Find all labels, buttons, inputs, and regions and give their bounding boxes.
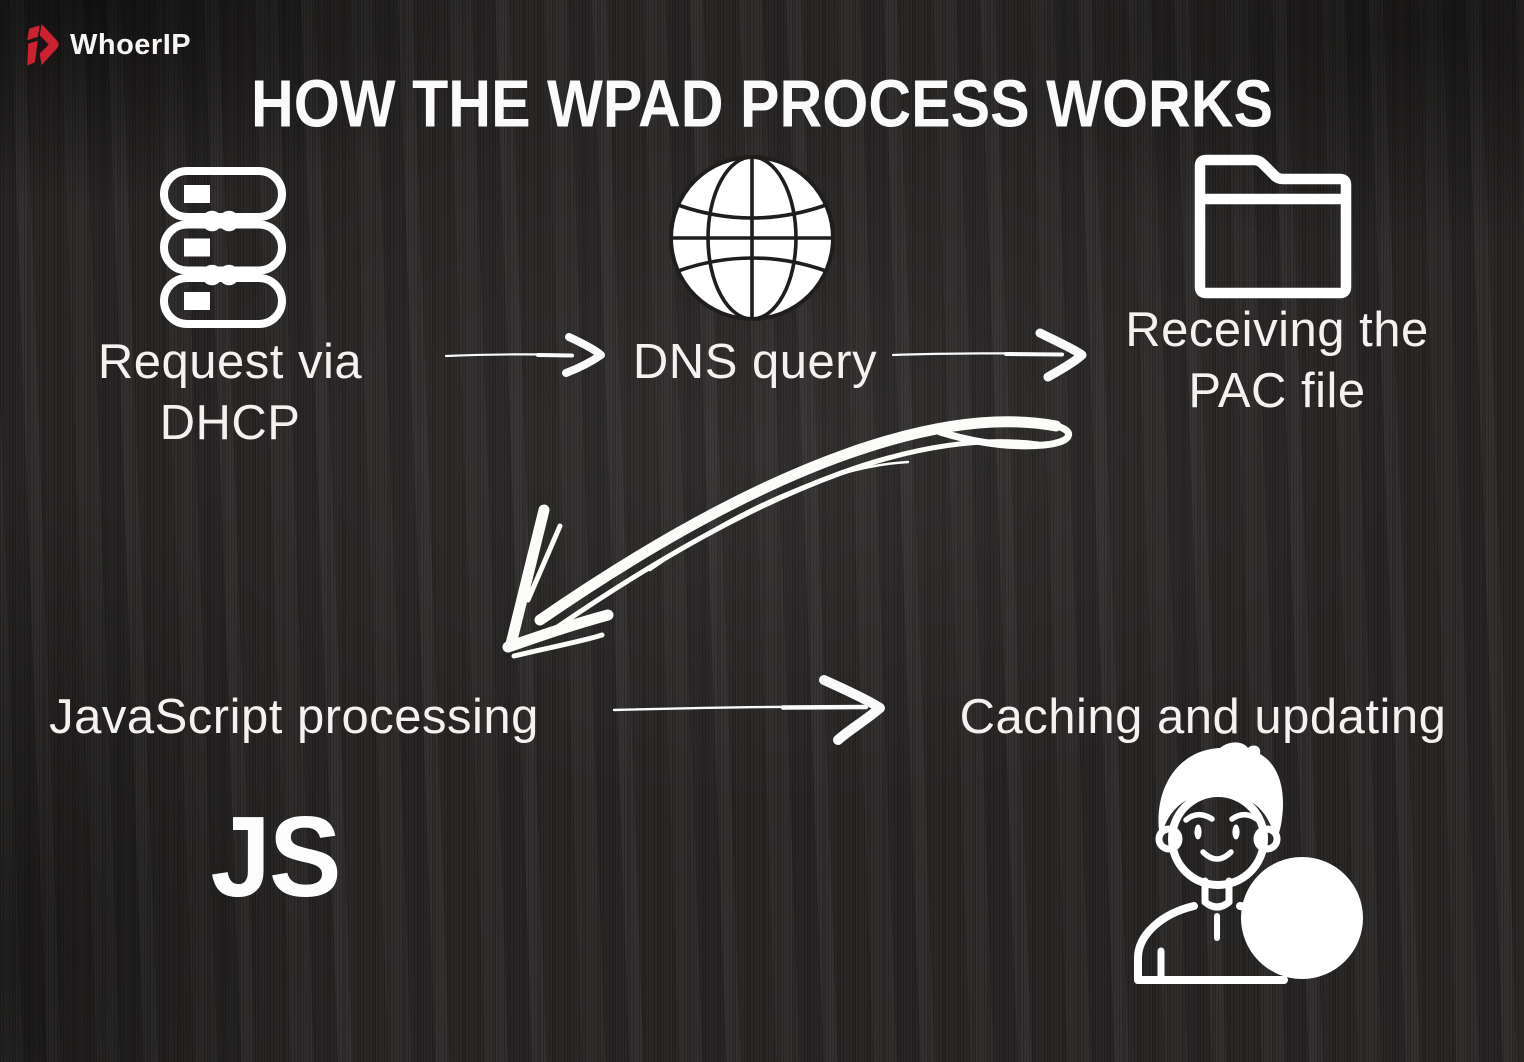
folder-icon [1193, 153, 1355, 301]
page-title: HOW THE WPAD PROCESS WORKS [250, 66, 1274, 142]
js-badge: JS [210, 792, 341, 921]
curved-arrow-pac-to-js-icon [478, 404, 1078, 666]
whoerip-logo-icon [27, 22, 60, 68]
globe-icon [667, 153, 837, 323]
arrow-dhcp-to-dns-icon [442, 328, 612, 383]
arrow-dns-to-pac-icon [888, 324, 1093, 386]
arrow-js-to-cache-icon [608, 672, 898, 752]
step-label-js: JavaScript processing [49, 690, 539, 744]
step-label-dhcp: Request via DHCP [97, 335, 363, 450]
step-label-pac: Receiving the PAC file [1125, 303, 1429, 418]
brand-name: WhoerIP [70, 28, 192, 61]
step-label-cache: Caching and updating [959, 690, 1447, 744]
brand-logo: WhoerIP [27, 22, 191, 68]
server-icon [158, 165, 288, 330]
step-label-dns: DNS query [632, 335, 878, 389]
person-icon [1132, 740, 1366, 988]
